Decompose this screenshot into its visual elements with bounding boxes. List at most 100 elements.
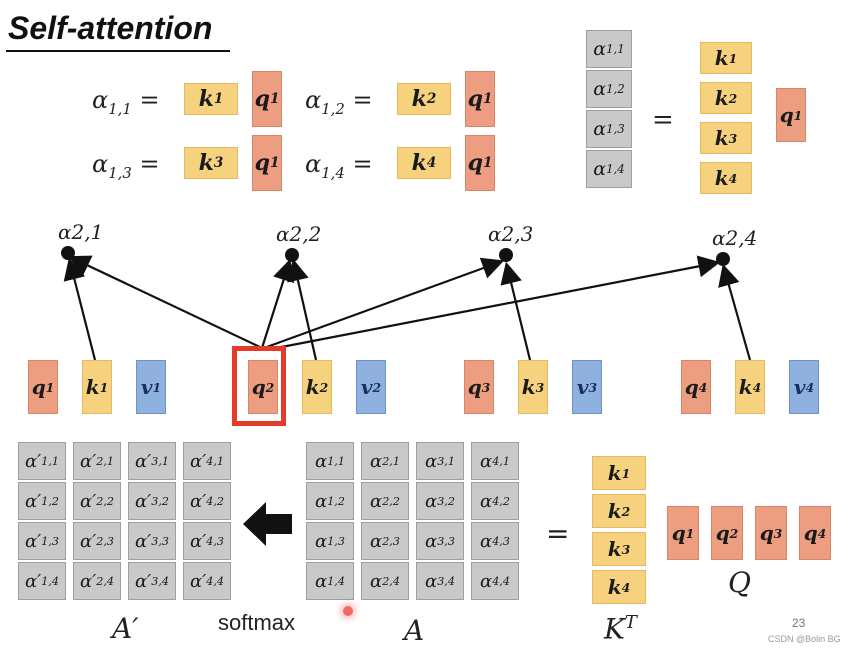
aprime-cell-3-1: α′1,3 [18,522,66,560]
arrow-k1-to-a21 [63,257,97,361]
aprime-cell-1-1: α′1,1 [18,442,66,480]
alpha-node-4 [716,252,730,266]
alpha-node-label-2: α2,2 [276,222,322,246]
aprime-cell-1-2: α′2,1 [73,442,121,480]
aprime-cell-4-2: α′2,4 [73,562,121,600]
aprime-cell-2-1: α′1,2 [18,482,66,520]
softmax-label: softmax [218,610,296,635]
eq-lhs-1: α1,1 = [92,86,160,118]
aprime-cell-1-3: α′3,1 [128,442,176,480]
left-arrow-icon [243,502,292,546]
right-eq-equals: = [652,105,674,135]
aprime-cell-2-4: α′4,2 [183,482,231,520]
aprime-cell-4-1: α′1,4 [18,562,66,600]
eq-lhs-4: α1,4 = [305,150,373,182]
slide-title: Self-attention [8,10,213,46]
alpha-node-1 [61,246,75,260]
aprime-cell-2-2: α′2,2 [73,482,121,520]
arrow-q2-to-a21 [68,255,263,349]
aprime-cell-3-3: α′3,3 [128,522,176,560]
arrow-q2-to-a24 [265,255,721,352]
title-underline [6,50,230,52]
aprime-cell-3-4: α′4,3 [183,522,231,560]
arrow-k2-to-a22 [287,258,318,361]
aprime-cell-4-3: α′3,4 [128,562,176,600]
arrow-k3-to-a23 [500,261,532,361]
highlight-q2-box [232,346,286,426]
arrow-k4-to-a24 [718,263,752,361]
alpha-node-2 [285,248,299,262]
aprime-label: A′ [112,612,139,645]
aprime-cell-4-4: α′4,4 [183,562,231,600]
page-number: 23 [792,616,806,630]
a-label: A [404,614,425,647]
alpha-node-label-1: α2,1 [58,220,104,244]
arrow-q2-to-a23 [263,257,505,350]
aprime-cell-3-2: α′2,3 [73,522,121,560]
kt-label: KT [604,612,637,646]
matrix-equals-sign: = [546,517,570,550]
aprime-cell-2-3: α′3,2 [128,482,176,520]
eq-lhs-3: α1,3 = [92,150,160,182]
alpha-node-3 [499,248,513,262]
arrow-q2-to-a22 [260,258,295,349]
eq-lhs-2: α1,2 = [305,86,373,118]
aprime-cell-1-4: α′4,1 [183,442,231,480]
laser-pointer-dot [343,606,353,616]
q-label: Q [728,566,751,599]
alpha-node-label-4: α2,4 [712,226,758,250]
alpha-node-label-3: α2,3 [488,222,534,246]
